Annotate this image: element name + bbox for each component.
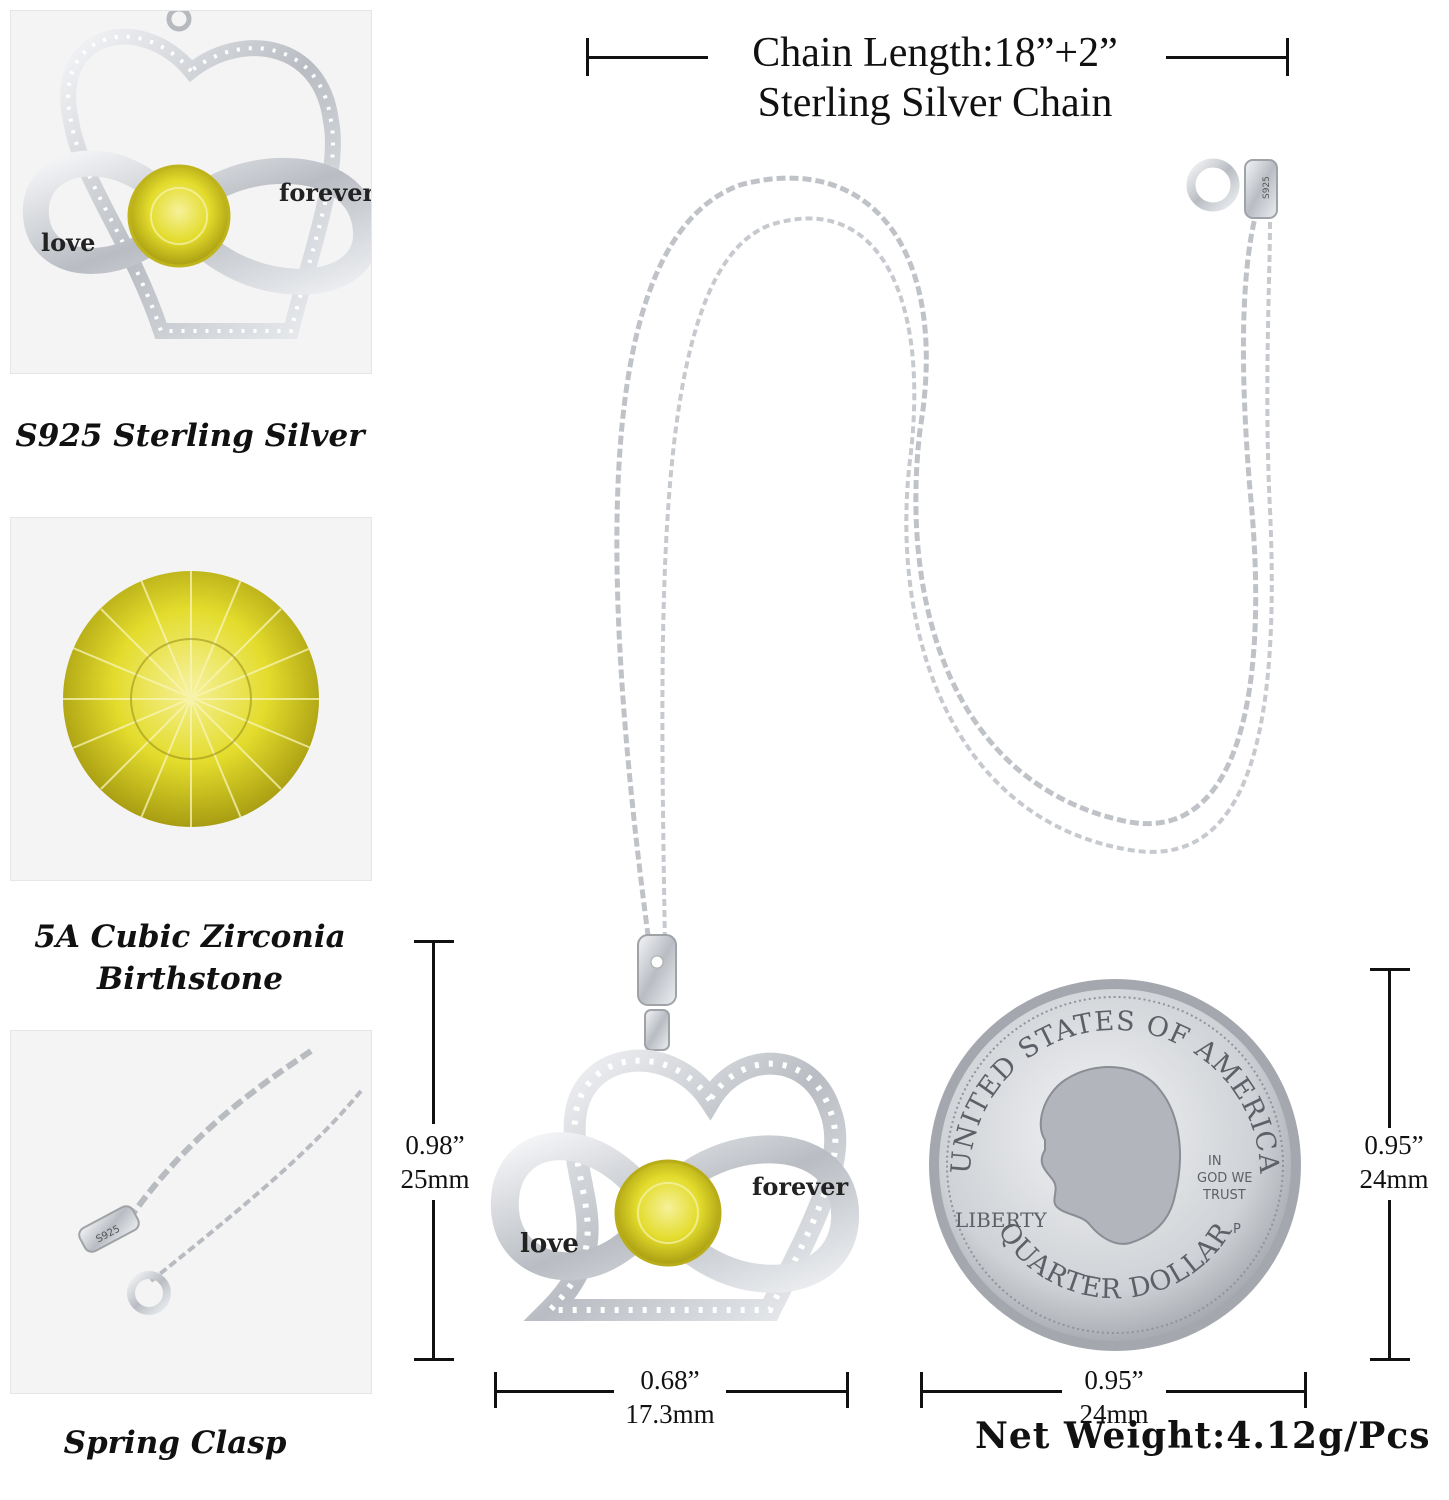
caption-sterling-silver: S925 Sterling Silver: [15, 418, 365, 454]
caption-birthstone-line1: 5A Cubic Zirconia: [34, 919, 346, 955]
pendant-height-lower-line: [432, 1200, 435, 1360]
pendant-thumb-engraving-love: love: [41, 228, 95, 257]
coin-width-label: 0.95” 24mm: [1058, 1363, 1170, 1431]
pendant-width-inches: 0.68”: [640, 1365, 700, 1395]
coin-liberty: LIBERTY: [955, 1208, 1048, 1232]
pendant-width-label: 0.68” 17.3mm: [610, 1363, 730, 1431]
coin-height-inches: 0.95”: [1364, 1130, 1424, 1160]
pendant-width-right-tick: [846, 1372, 849, 1408]
necklace-image: S925 love forever: [490, 158, 1278, 1321]
coin-width-right-tick: [1304, 1372, 1307, 1408]
pendant-width-mm: 17.3mm: [625, 1399, 715, 1429]
coin-width-left-line: [920, 1390, 1062, 1393]
coin-height-upper-line: [1388, 968, 1391, 1128]
pendant-engraving-forever: forever: [752, 1172, 848, 1201]
coin-width-inches: 0.95”: [1084, 1365, 1144, 1395]
coin-motto-line2: GOD WE: [1197, 1171, 1253, 1186]
coin-height-mm: 24mm: [1359, 1164, 1429, 1194]
caption-birthstone: 5A Cubic Zirconia Birthstone: [10, 916, 370, 1000]
caption-spring-clasp: Spring Clasp: [63, 1425, 287, 1461]
pendant-height-bottom-tick: [414, 1358, 454, 1361]
pendant-height-inches: 0.98”: [405, 1130, 465, 1160]
chain-tag-stamp: S925: [1262, 176, 1272, 199]
pendant-engraving-love: love: [520, 1229, 579, 1259]
chain-length-label: Chain Length:18”+2” Sterling Silver Chai…: [715, 28, 1155, 128]
net-weight-label: Net Weight:4.12g/Pcs: [975, 1415, 1431, 1457]
coin-height-bottom-tick: [1370, 1358, 1410, 1361]
coin-motto-line1: IN: [1208, 1154, 1222, 1169]
coin-motto-line3: TRUST: [1202, 1188, 1246, 1203]
panel-spring-clasp: S925: [10, 1030, 372, 1394]
pendant-height-mm: 25mm: [400, 1164, 470, 1194]
pendant-width-right-line: [726, 1390, 848, 1393]
coin-width-right-line: [1166, 1390, 1306, 1393]
coin-mint-mark: P: [1233, 1222, 1241, 1237]
chain-dimension-left-line: [586, 56, 708, 59]
pendant-thumb-engraving-forever: forever: [279, 178, 371, 207]
coin-width-mm: 24mm: [1079, 1399, 1149, 1429]
chain-material-text: Sterling Silver Chain: [757, 80, 1113, 126]
chain-dimension-right-line: [1166, 56, 1288, 59]
pendant-width-left-line: [494, 1390, 614, 1393]
caption-birthstone-line2: Birthstone: [97, 961, 283, 997]
chain-length-text: Chain Length:18”+2”: [752, 30, 1118, 76]
pendant-thumbnail-image: love forever: [22, 6, 380, 339]
panel-birthstone: [10, 517, 372, 881]
pendant-height-label: 0.98” 25mm: [380, 1128, 490, 1196]
coin-height-lower-line: [1388, 1200, 1391, 1360]
chain-dimension-right-tick: [1286, 38, 1289, 76]
pendant-height-upper-line: [432, 940, 435, 1124]
quarter-coin-image: UNITED STATES OF AMERICA QUARTER DOLLAR …: [929, 979, 1301, 1351]
panel-sterling-silver: love forever: [10, 6, 380, 374]
coin-height-label: 0.95” 24mm: [1339, 1128, 1449, 1196]
spring-clasp-image: S925: [78, 1048, 363, 1315]
birthstone-closeup-image: [63, 571, 319, 827]
